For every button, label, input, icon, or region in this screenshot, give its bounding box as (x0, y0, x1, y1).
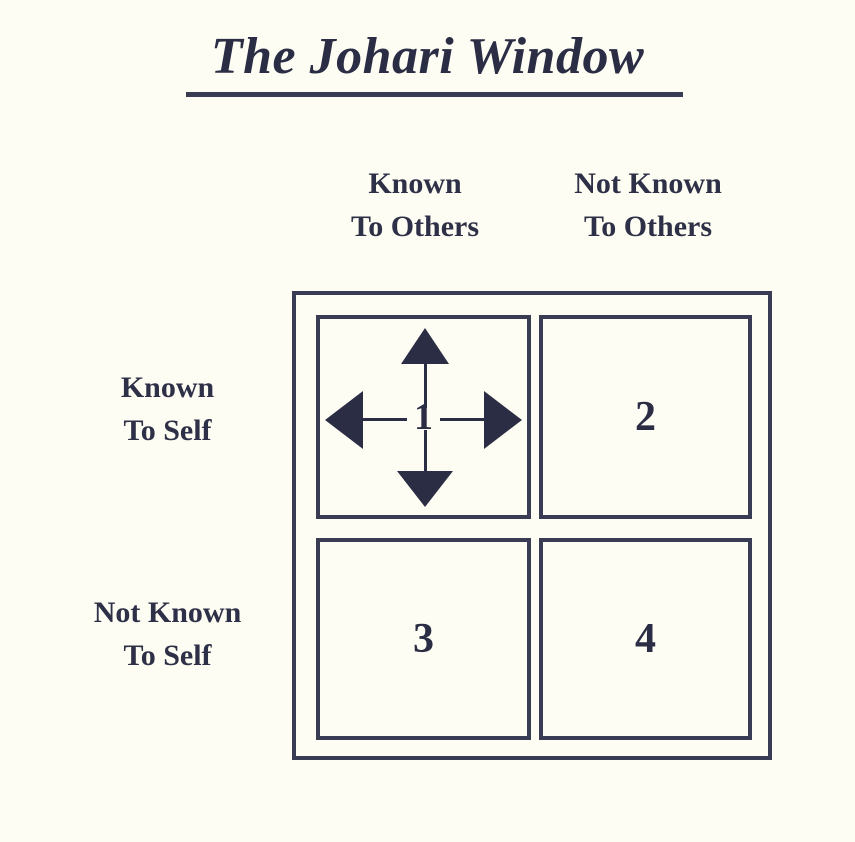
quadrant-3-number: 3 (413, 616, 434, 662)
row-header-known-to-self: Known To Self (45, 367, 290, 452)
quadrant-1-open-area: 1 (316, 315, 531, 519)
diagram-title-block: The Johari Window (0, 28, 855, 97)
arrow-right-icon (484, 391, 522, 449)
quadrant-4-unknown-area: 4 (539, 538, 752, 740)
column-header-known-to-others: Known To Others (300, 163, 530, 248)
column-header-known-to-others-line2: To Others (350, 209, 480, 243)
quadrant-2-number: 2 (635, 394, 656, 440)
title-underline-rule (186, 92, 683, 97)
column-header-not-known-to-others: Not Known To Others (528, 163, 768, 248)
arrow-left-icon (325, 391, 363, 449)
row-header-known-to-self-line1: Known (120, 371, 215, 404)
column-header-known-to-others-line1: Known (368, 167, 462, 200)
row-header-not-known-to-self: Not Known To Self (45, 592, 290, 677)
quadrant-3-hidden-area: 3 (316, 538, 531, 740)
quadrant-1-number: 1 (414, 396, 433, 438)
page-title: The Johari Window (210, 28, 645, 85)
arrow-down-stem (424, 430, 427, 475)
arrow-up-icon (401, 328, 449, 364)
row-header-not-known-to-self-line1: Not Known (93, 596, 242, 629)
arrow-down-icon (397, 471, 453, 507)
column-header-not-known-to-others-line2: To Others (583, 209, 713, 243)
quadrant-4-number: 4 (635, 616, 656, 662)
row-header-not-known-to-self-line2: To Self (123, 638, 212, 672)
arrow-up-stem (424, 362, 427, 408)
window-outer-frame: 1 2 3 4 (292, 291, 772, 760)
arrow-right-stem (440, 418, 486, 421)
arrow-left-stem (361, 418, 407, 421)
row-header-known-to-self-line2: To Self (123, 413, 212, 447)
quadrant-2-blind-area: 2 (539, 315, 752, 519)
column-header-not-known-to-others-line1: Not Known (574, 167, 722, 200)
